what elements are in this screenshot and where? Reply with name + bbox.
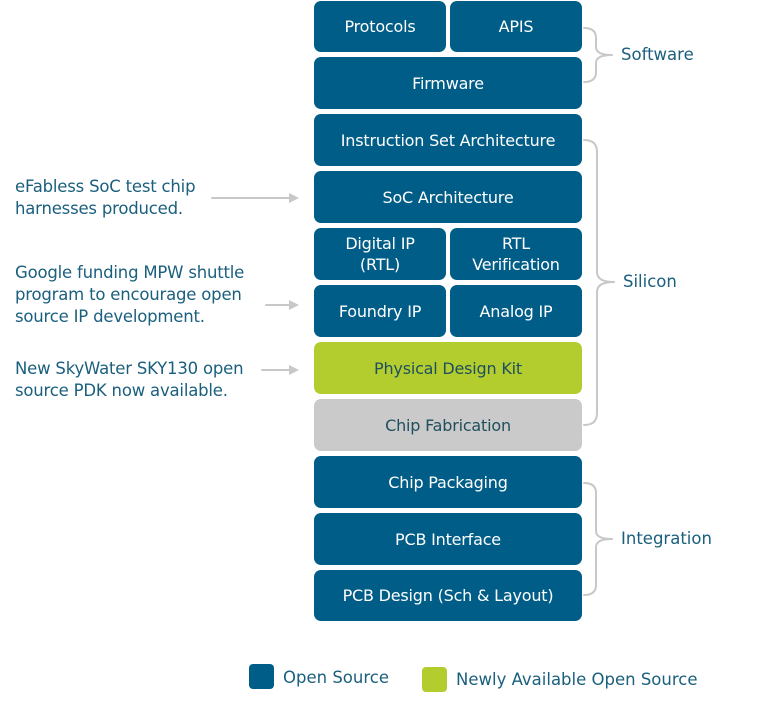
box-chip-packaging-label: Chip Packaging — [388, 472, 508, 492]
box-analog-ip-label: Analog IP — [479, 301, 553, 321]
box-soc-architecture-label: SoC Architecture — [382, 187, 514, 207]
box-firmware: Firmware — [314, 57, 582, 109]
box-pcb-interface-label: PCB Interface — [395, 529, 501, 549]
group-label-silicon: Silicon — [623, 272, 677, 291]
software-brace — [583, 27, 613, 83]
box-apis: APIS — [450, 1, 582, 52]
box-rtl-verification: RTL Verification — [450, 228, 582, 280]
legend-label-newly-available: Newly Available Open Source — [456, 670, 698, 689]
skywater-arrow-head-icon — [289, 365, 299, 375]
box-pcb-design: PCB Design (Sch & Layout) — [314, 570, 582, 621]
note-google: Google funding MPW shuttle program to en… — [15, 263, 245, 326]
note-skywater: New SkyWater SKY130 open source PDK now … — [15, 359, 244, 400]
box-isa: Instruction Set Architecture — [314, 114, 582, 166]
box-chip-fabrication-label: Chip Fabrication — [385, 415, 511, 435]
box-foundry-ip: Foundry IP — [314, 285, 446, 337]
legend-label-open-source: Open Source — [283, 668, 389, 687]
note-efabless: eFabless SoC test chip harnesses produce… — [15, 177, 196, 218]
group-label-integration: Integration — [621, 529, 712, 548]
box-chip-fabrication: Chip Fabrication — [314, 399, 582, 451]
box-digital-ip: Digital IP (RTL) — [314, 228, 446, 280]
box-firmware-label: Firmware — [412, 73, 484, 93]
box-analog-ip: Analog IP — [450, 285, 582, 337]
efabless-arrow-head-icon — [289, 193, 299, 203]
box-digital-ip-label: Digital IP (RTL) — [345, 234, 415, 274]
legend-swatch-open-source — [249, 664, 274, 689]
box-chip-packaging: Chip Packaging — [314, 456, 582, 508]
box-apis-label: APIS — [498, 17, 534, 36]
group-label-software: Software — [621, 45, 694, 64]
silicon-brace — [583, 139, 615, 426]
box-physical-design-kit: Physical Design Kit — [314, 342, 582, 394]
box-soc-architecture: SoC Architecture — [314, 171, 582, 223]
box-physical-design-kit-label: Physical Design Kit — [374, 358, 522, 378]
box-pcb-interface: PCB Interface — [314, 513, 582, 565]
google-arrow-head-icon — [289, 300, 299, 310]
box-protocols-label: Protocols — [344, 17, 416, 36]
box-isa-label: Instruction Set Architecture — [340, 130, 556, 150]
box-foundry-ip-label: Foundry IP — [338, 301, 422, 321]
legend-swatch-newly-available — [422, 667, 447, 692]
integration-brace — [583, 482, 613, 596]
box-protocols: Protocols — [314, 1, 446, 52]
box-rtl-verification-label: RTL Verification — [472, 234, 560, 274]
box-pcb-design-label: PCB Design (Sch & Layout) — [342, 586, 554, 605]
